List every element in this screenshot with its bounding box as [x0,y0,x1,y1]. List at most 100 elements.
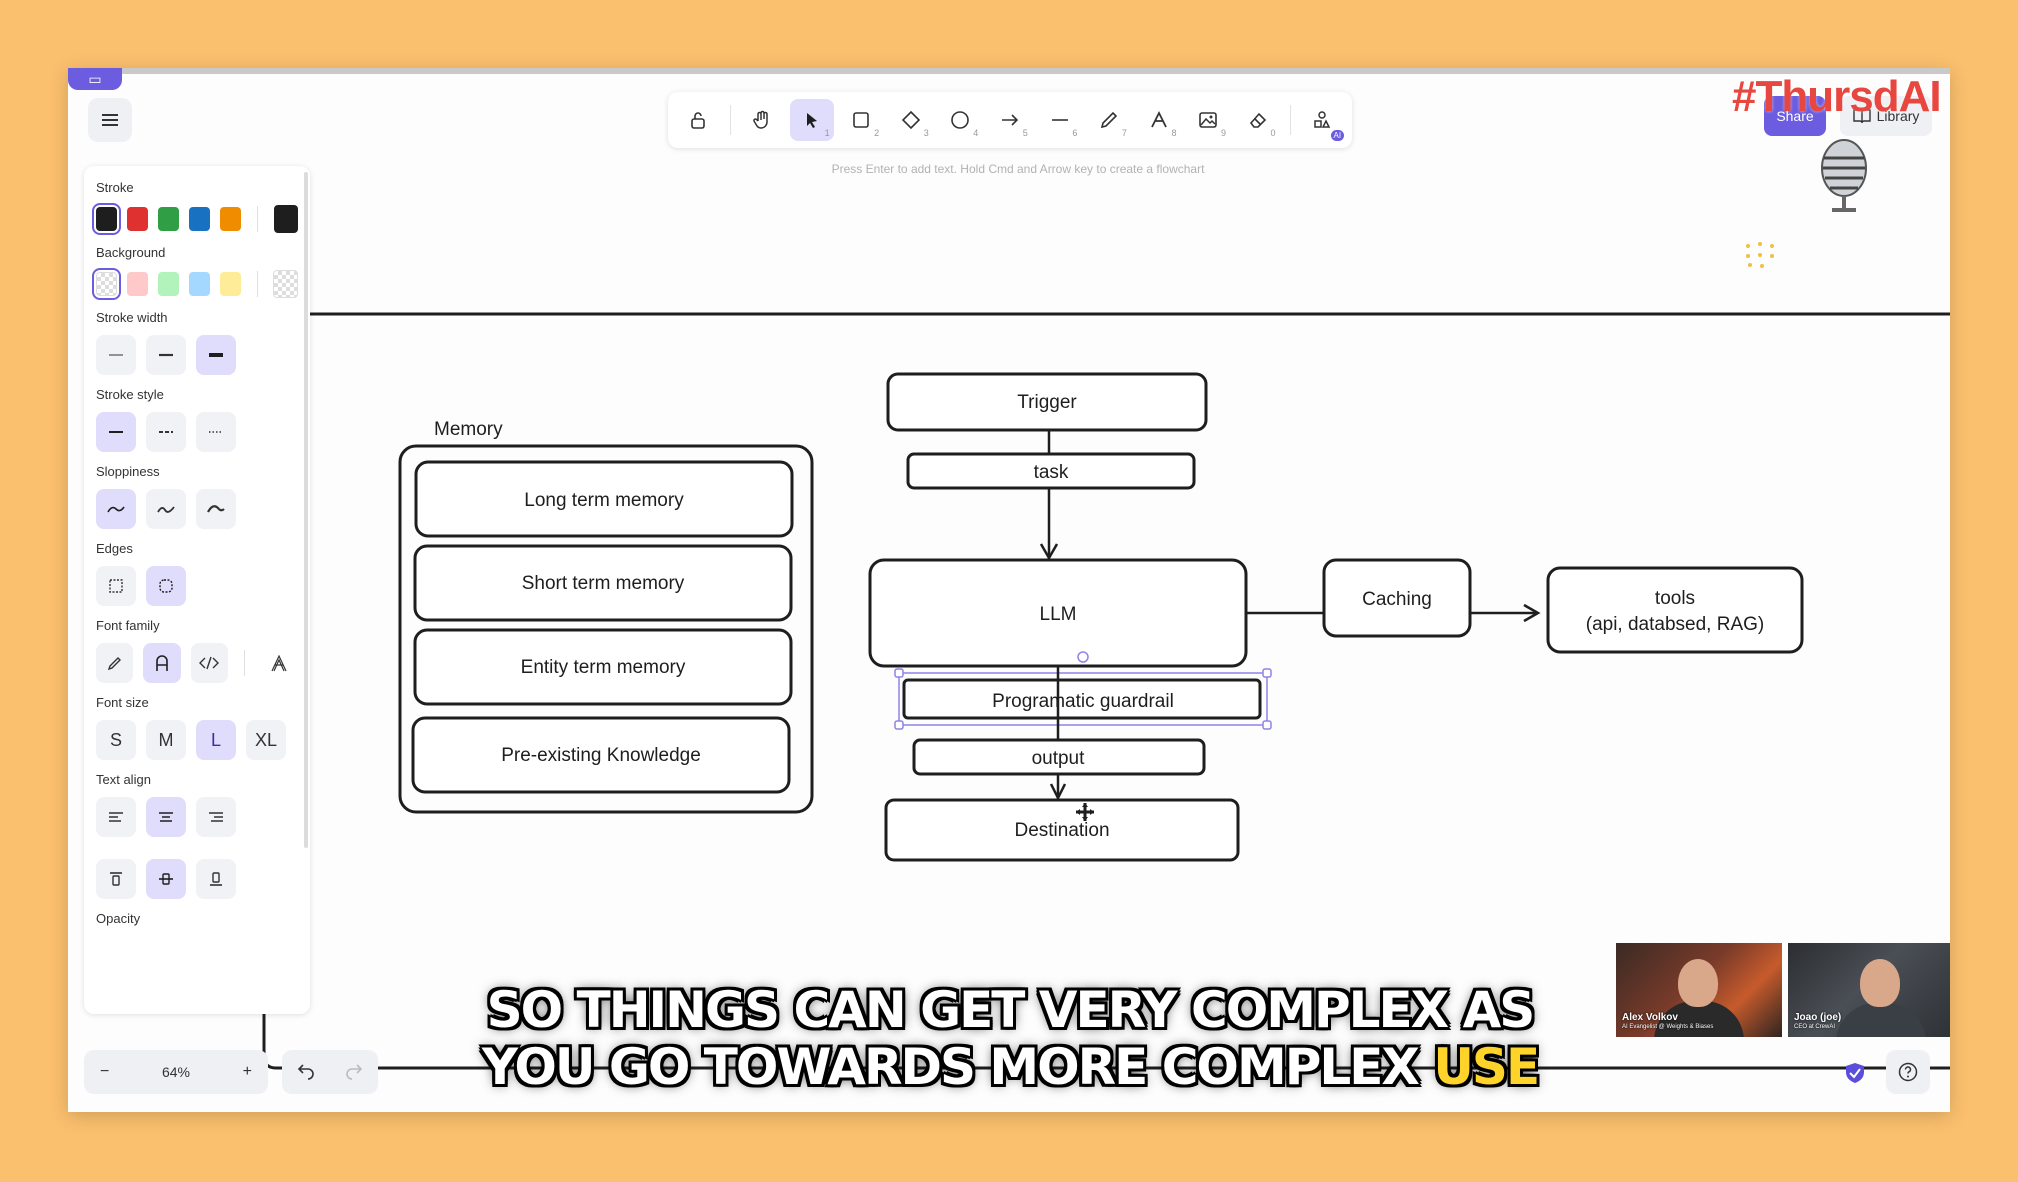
guardrail-label: Programatic guardrail [992,691,1174,712]
zoom-in-button[interactable]: + [242,1063,252,1080]
section-label: Font family [96,618,160,633]
font-family-code[interactable] [190,643,228,683]
library-button[interactable]: Library [1840,96,1932,136]
stroke-color-red[interactable] [126,207,148,231]
memory-item-long-term[interactable] [414,460,794,538]
memory-item-label: Pre-existing Knowledge [501,745,701,766]
text-align-left[interactable] [96,797,136,837]
background-color-transparent[interactable] [91,268,122,300]
stroke-width-bold[interactable] [146,335,186,375]
shield-check-icon[interactable] [1844,1062,1866,1084]
guardrail-node[interactable] [902,678,1262,720]
text-align-center[interactable] [146,797,186,837]
font-family-more[interactable] [261,643,298,683]
stroke-width-section: Stroke width [96,310,298,375]
tool-selection[interactable]: 1 [790,99,834,141]
font-size-medium[interactable]: M [146,720,186,760]
hashtag-overlay: #ThursdAI [1732,72,1942,121]
zoom-level[interactable]: 64% [161,1064,191,1080]
tool-image[interactable]: 9 [1186,99,1230,141]
tool-arrow[interactable]: 5 [988,99,1032,141]
font-size-extra-large[interactable]: XL [246,720,286,760]
vertical-align-top[interactable] [96,859,136,899]
section-label: Stroke style [96,387,164,402]
tool-eraser[interactable]: 0 [1236,99,1280,141]
caching-node[interactable] [1322,558,1472,638]
selection-handle[interactable] [1262,720,1272,730]
video-tile-alex: Alex Volkov AI Evangelist @ Weights & Bi… [1616,943,1782,1037]
tool-hand[interactable] [741,99,785,141]
selection-handle[interactable] [1262,668,1272,678]
task-node[interactable] [906,452,1196,490]
stroke-style-dashed[interactable] [146,412,186,452]
stroke-style-dotted[interactable] [196,412,236,452]
text-align-right[interactable] [196,797,236,837]
tool-draw[interactable]: 7 [1087,99,1131,141]
undo-icon[interactable] [297,1064,315,1080]
font-size-small[interactable]: S [96,720,136,760]
stroke-width-thin[interactable] [96,335,136,375]
caption-highlight: USE [1433,1038,1540,1096]
vertical-align-bottom[interactable] [196,859,236,899]
selection-handle[interactable] [894,720,904,730]
section-label: Stroke [96,180,134,195]
destination-node[interactable] [884,798,1240,862]
tool-line[interactable]: 6 [1038,99,1082,141]
image-icon [1199,112,1218,128]
zoom-controls: − 64% + [84,1050,268,1094]
tool-diamond[interactable]: 3 [889,99,933,141]
smooth-curve-icon [107,506,125,513]
sloppiness-architect[interactable] [96,489,136,529]
stroke-color-green[interactable] [157,207,179,231]
memory-item-short-term[interactable] [413,544,793,622]
screen-share-icon[interactable]: ▭ [68,68,122,90]
font-size-large[interactable]: L [196,720,236,760]
memory-container[interactable] [398,444,814,814]
video-tile-joao: Joao (joe) CEO at CrewAI [1788,943,1950,1037]
toolbar-divider [729,105,731,135]
background-color-green[interactable] [157,272,179,296]
stroke-width-extra-bold[interactable] [196,335,236,375]
background-color-current[interactable] [273,270,299,298]
help-button[interactable] [1886,1050,1930,1094]
edges-round[interactable] [146,566,186,606]
align-left-icon [109,812,123,822]
text-align-section: Text align [96,772,298,899]
person-face [1860,959,1900,1007]
tool-lock[interactable] [676,99,720,141]
vertical-align-middle[interactable] [146,859,186,899]
panel-scrollbar[interactable] [304,172,308,848]
section-label: Edges [96,541,133,556]
tool-rectangle[interactable]: 2 [840,99,884,141]
background-color-yellow[interactable] [219,272,241,296]
tool-more-shapes[interactable]: AI [1301,99,1345,141]
memory-item-pre-existing[interactable] [411,716,791,794]
font-family-hand-drawn[interactable] [96,643,134,683]
main-menu-button[interactable] [88,98,132,142]
redo-icon[interactable] [345,1064,363,1080]
zoom-out-button[interactable]: − [100,1063,110,1080]
tool-key: 3 [923,128,929,138]
tool-text[interactable]: 8 [1137,99,1181,141]
font-family-normal[interactable] [143,643,181,683]
stroke-style-solid[interactable] [96,412,136,452]
stroke-color-blue[interactable] [188,207,210,231]
sloppiness-cartoonist[interactable] [196,489,236,529]
stroke-color-orange[interactable] [219,207,241,231]
background-color-pink[interactable] [127,272,148,296]
hand-icon [753,110,769,129]
memory-item-entity[interactable] [413,628,793,706]
canvas[interactable]: Memory Long term memory Short term memor… [68,68,1950,1112]
stroke-color-black[interactable] [92,203,121,235]
trigger-node[interactable] [886,372,1208,432]
edges-sharp[interactable] [96,566,136,606]
rotation-handle[interactable] [1077,651,1089,663]
share-button[interactable]: Share [1764,96,1826,136]
tools-node[interactable] [1546,566,1804,654]
background-color-blue[interactable] [188,272,210,296]
selection-handle[interactable] [894,668,904,678]
tool-ellipse[interactable]: 4 [939,99,983,141]
sloppiness-artist[interactable] [146,489,186,529]
tool-key: 9 [1220,128,1226,138]
stroke-color-current[interactable] [273,205,298,233]
